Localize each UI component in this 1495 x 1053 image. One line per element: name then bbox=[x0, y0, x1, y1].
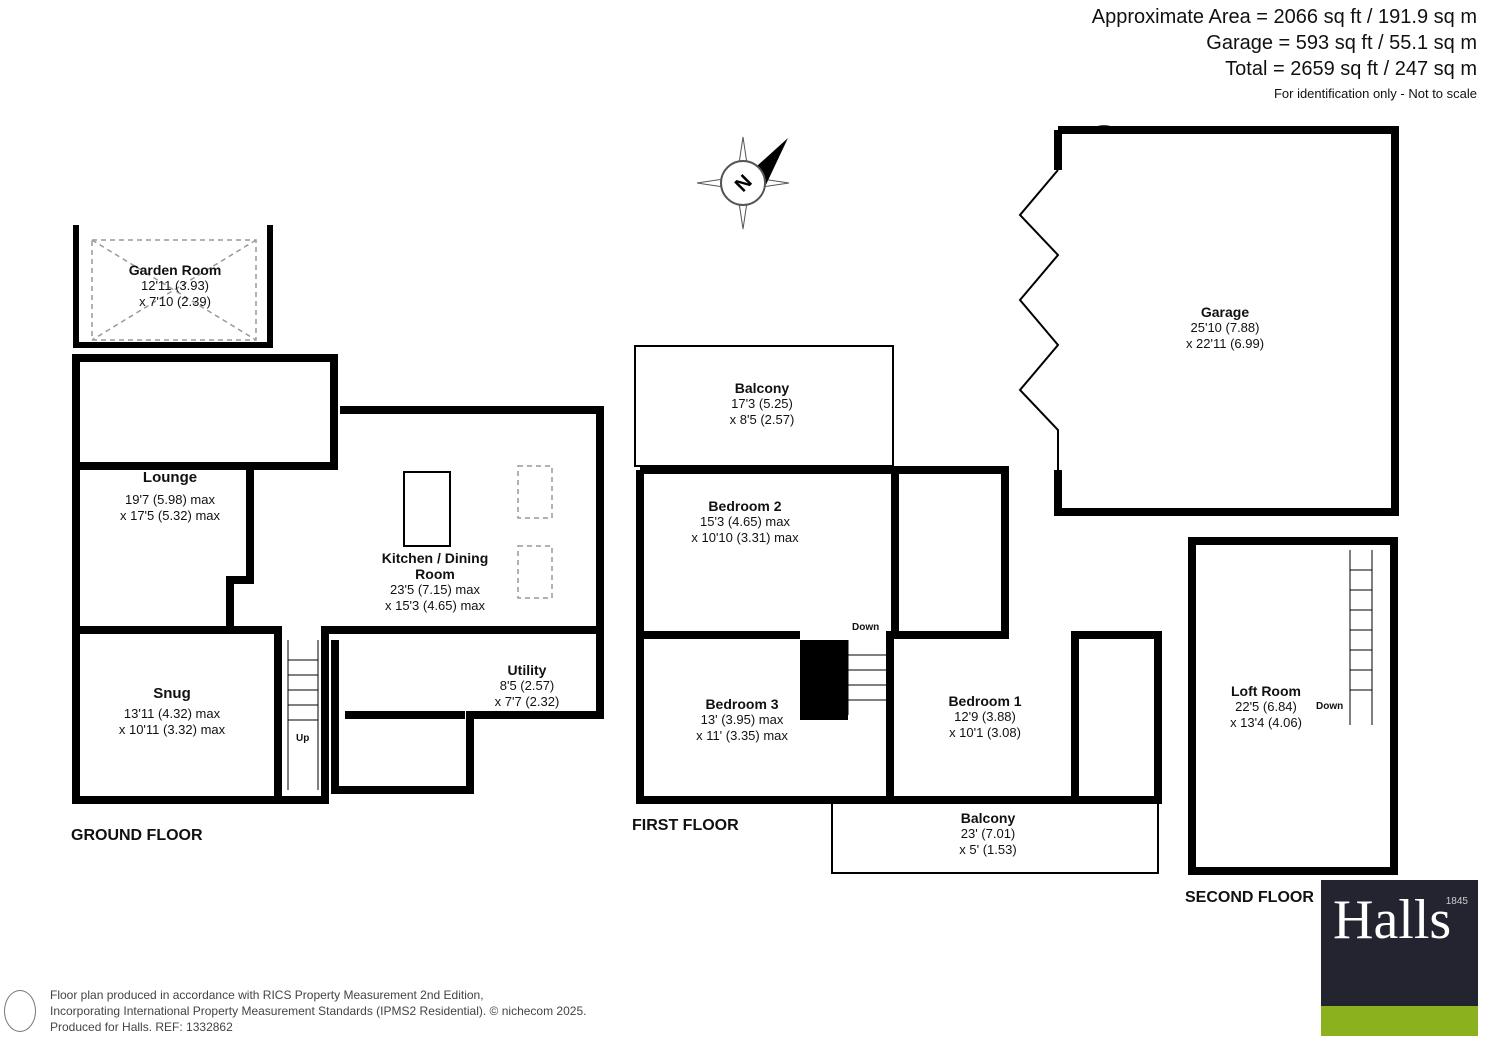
logo-year: 1845 bbox=[1445, 896, 1468, 907]
total-area: Total = 2659 sq ft / 247 sq m bbox=[1225, 58, 1477, 80]
approximate-area: Approximate Area = 2066 sq ft / 191.9 sq… bbox=[1091, 6, 1477, 28]
lounge-upper-wall bbox=[72, 354, 338, 470]
first-floor-label: FIRST FLOOR bbox=[632, 817, 739, 834]
room-dim: x 7'7 (2.32) bbox=[494, 694, 560, 709]
loft-stairs-label: Down bbox=[1316, 701, 1344, 712]
footer-notes: Floor plan produced in accordance with R… bbox=[50, 987, 586, 1035]
room-name: Utility bbox=[507, 662, 547, 678]
room-dim: 15'3 (4.65) max bbox=[700, 514, 790, 529]
room-dim: 13' (3.95) max bbox=[700, 712, 784, 727]
ground-outer-wall bbox=[72, 358, 604, 804]
room-dim: 12'11 (3.93) bbox=[140, 278, 210, 293]
chimney bbox=[800, 640, 848, 720]
stairs-down-label: Down bbox=[852, 622, 880, 633]
logo-word: Halls bbox=[1333, 889, 1452, 951]
room-name: Loft Room bbox=[1231, 683, 1301, 699]
room-dim: 23'5 (7.15) max bbox=[390, 582, 480, 597]
room-name: Balcony bbox=[960, 810, 1016, 826]
footer-line: Produced for Halls. REF: 1332862 bbox=[50, 1020, 233, 1034]
room-dim: 22'5 (6.84) bbox=[1235, 699, 1297, 714]
garage-bifold-doors bbox=[1018, 169, 1060, 470]
bottom-balcony-outline bbox=[831, 800, 1159, 874]
room-dim: 23' (7.01) bbox=[960, 826, 1016, 841]
second-floor-label: SECOND FLOOR bbox=[1185, 889, 1314, 906]
room-dim: x 7'10 (2.39) bbox=[139, 294, 211, 309]
skylight bbox=[517, 465, 553, 519]
stairs-up-label: Up bbox=[296, 733, 310, 744]
garden-room-wall bbox=[73, 225, 273, 348]
room-name: Balcony bbox=[734, 380, 790, 396]
scale-note: For identification only - Not to scale bbox=[1273, 86, 1477, 101]
area-summary: Approximate Area = 2066 sq ft / 191.9 sq… bbox=[1092, 4, 1477, 106]
room-name: Garage bbox=[1200, 304, 1250, 320]
snug-wall bbox=[76, 626, 282, 800]
room-dim: x 13'4 (4.06) bbox=[1230, 715, 1302, 730]
room-dim: 17'3 (5.25) bbox=[731, 396, 793, 411]
room-name: Bedroom 2 bbox=[708, 498, 782, 514]
skylight bbox=[517, 545, 553, 599]
ground-floor-label: GROUND FLOOR bbox=[71, 827, 203, 844]
stairs bbox=[287, 550, 1373, 790]
garden-room-roof bbox=[91, 239, 257, 341]
person-icon bbox=[4, 990, 36, 1032]
room-name: Garden Room bbox=[128, 262, 222, 278]
logo-green-bar bbox=[1321, 1006, 1478, 1036]
room-dim: x 22'11 (6.99) bbox=[1185, 336, 1265, 351]
room-dim: x 5' (1.53) bbox=[959, 842, 1017, 857]
bedroom1-wall bbox=[886, 631, 1162, 804]
room-name: Snug bbox=[153, 685, 191, 702]
room-name: Bedroom 1 bbox=[948, 693, 1022, 709]
room-dim: x 11' (3.35) max bbox=[696, 728, 788, 743]
room-dim: x 17'5 (5.32) max bbox=[119, 508, 221, 523]
loft-wall bbox=[1188, 537, 1398, 875]
room-dim: 8'5 (2.57) bbox=[499, 678, 555, 693]
room-name: Kitchen / Dining Room bbox=[381, 550, 489, 582]
compass-icon: N bbox=[696, 136, 790, 230]
garage-wall bbox=[1054, 126, 1399, 516]
room-dim: 19'7 (5.98) max bbox=[125, 492, 215, 507]
kitchen-island bbox=[403, 471, 451, 547]
garage-area: Garage = 593 sq ft / 55.1 sq m bbox=[1206, 32, 1477, 54]
utility-wall bbox=[331, 630, 604, 794]
footer-line: Floor plan produced in accordance with R… bbox=[50, 988, 484, 1002]
hall-wall bbox=[226, 470, 254, 630]
room-dim: x 15'3 (4.65) max bbox=[384, 598, 486, 613]
room-name: Bedroom 3 bbox=[705, 696, 779, 712]
room-dim: 25'10 (7.88) bbox=[1190, 320, 1260, 335]
garage-door-swing bbox=[1089, 125, 1119, 131]
room-dim: x 10'11 (3.32) max bbox=[118, 722, 226, 737]
room-dim: x 8'5 (2.57) bbox=[729, 412, 795, 427]
room-dim: x 10'10 (3.31) max bbox=[691, 530, 799, 545]
room-name: Lounge bbox=[142, 469, 198, 486]
top-balcony-outline bbox=[634, 345, 894, 467]
room-dim: x 10'1 (3.08) bbox=[949, 725, 1021, 740]
footer-line: Incorporating International Property Mea… bbox=[50, 1004, 587, 1018]
halls-logo: Halls 1845 bbox=[1321, 880, 1478, 1036]
room-dim: 12'9 (3.88) bbox=[954, 709, 1016, 724]
room-dim: 13'11 (4.32) max bbox=[123, 706, 221, 721]
